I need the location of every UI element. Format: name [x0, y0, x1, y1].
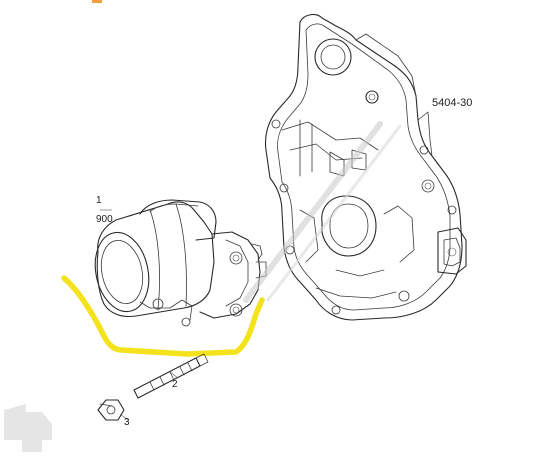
- reference-code: 5404-30: [432, 97, 472, 109]
- dealer-watermark-icon: [4, 121, 402, 452]
- part-3-number: 3: [124, 417, 130, 428]
- highlight-stroke: [61, 275, 265, 357]
- part-2-leader: [169, 371, 179, 379]
- part-1-number: 1: [96, 195, 102, 206]
- nut-drawing: [97, 399, 125, 421]
- part-2-number: 2: [172, 379, 178, 390]
- starter-motor-drawing: [94, 199, 267, 327]
- part-3-leader: [119, 413, 129, 421]
- part-1-subcode: 900: [96, 214, 113, 225]
- bolt-drawing: [133, 353, 209, 399]
- timing-cover-drawing: [264, 13, 467, 321]
- orange-dash-mark-icon: [92, 0, 102, 3]
